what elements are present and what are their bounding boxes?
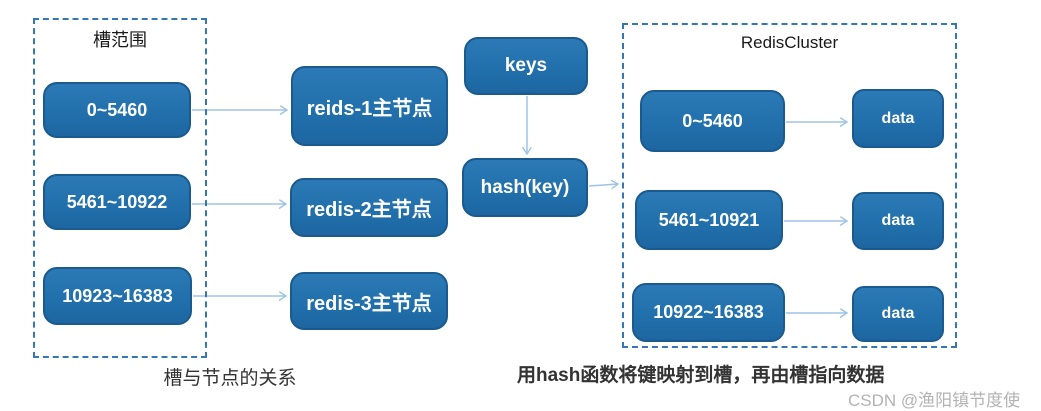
node-box-2: redis-2主节点 (290, 178, 448, 237)
right-slot-box-3: 10922~16383 (632, 283, 785, 342)
right-slot-box-2: 5461~10921 (635, 190, 783, 250)
left-caption: 槽与节点的关系 (163, 368, 297, 389)
slot-range-panel (33, 18, 207, 358)
left-slot-box-2: 5461~10922 (43, 174, 191, 230)
keys-box: keys (464, 37, 588, 95)
data-box-1: data (852, 89, 944, 148)
watermark: CSDN @渔阳镇节度使 (848, 391, 1021, 410)
redis-cluster-panel (622, 23, 957, 348)
data-box-2: data (852, 192, 944, 250)
data-box-3: data (852, 286, 944, 342)
redis-cluster-panel-title: RedisCluster (740, 33, 839, 52)
arrow-hash-to-cluster (588, 184, 618, 186)
left-slot-box-3: 10923~16383 (43, 267, 192, 325)
hash-key-box: hash(key) (462, 158, 588, 217)
node-box-3: redis-3主节点 (290, 272, 448, 330)
node-box-1: reids-1主节点 (291, 66, 448, 146)
right-caption: 用hash函数将键映射到槽，再由槽指向数据 (517, 365, 885, 386)
right-slot-box-1: 0~5460 (640, 90, 785, 152)
left-slot-box-1: 0~5460 (43, 82, 191, 138)
slot-range-panel-title: 槽范围 (93, 30, 147, 50)
